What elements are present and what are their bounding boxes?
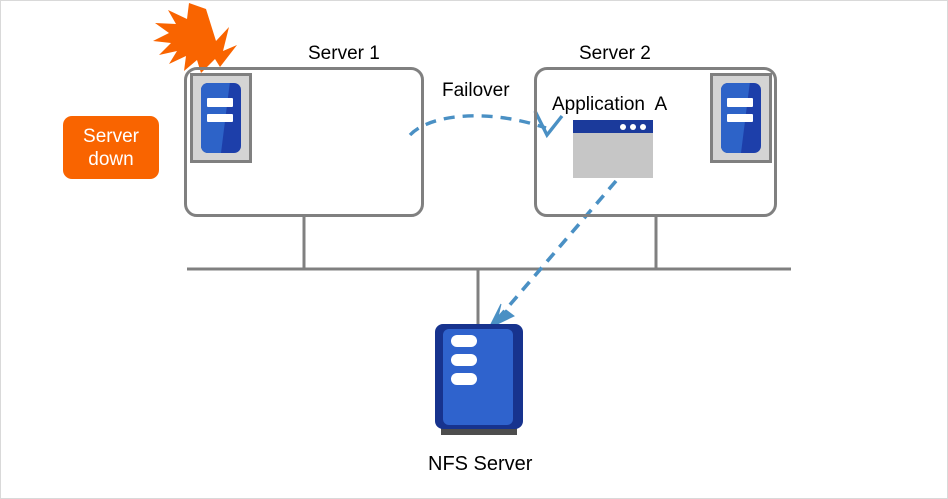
server1-box[interactable] bbox=[184, 67, 424, 217]
window-dot-icon bbox=[620, 123, 626, 130]
server1-icon-bar bbox=[206, 113, 233, 123]
server1-icon-body bbox=[201, 83, 241, 153]
server1-title: Server 1 bbox=[308, 43, 380, 64]
nfs-face bbox=[443, 329, 513, 425]
server2-icon-bar bbox=[726, 113, 753, 123]
server2-title: Server 2 bbox=[579, 43, 651, 64]
server-down-line1: Server bbox=[83, 125, 139, 147]
nfs-access-arrowhead bbox=[487, 303, 515, 330]
window-dot-icon bbox=[640, 123, 646, 130]
nfs-slot bbox=[451, 373, 477, 385]
failover-label: Failover bbox=[442, 80, 510, 101]
server-down-badge-text: Server down bbox=[83, 125, 139, 171]
server2-icon-body bbox=[721, 83, 761, 153]
application-label: Application A bbox=[552, 94, 668, 115]
server1-computer-icon[interactable] bbox=[190, 73, 252, 163]
nfs-slot bbox=[451, 335, 477, 347]
application-window-icon[interactable] bbox=[573, 120, 653, 178]
server2-computer-icon[interactable] bbox=[710, 73, 772, 163]
nfs-server-label: NFS Server bbox=[428, 453, 533, 475]
nfs-base bbox=[441, 425, 517, 435]
nfs-slot bbox=[451, 354, 477, 366]
window-dot-icon bbox=[630, 123, 636, 130]
server-down-line2: down bbox=[88, 148, 134, 170]
server2-box[interactable] bbox=[534, 67, 777, 217]
nfs-shell bbox=[435, 324, 523, 429]
server1-icon-bar bbox=[206, 98, 233, 107]
failover-arrow-path bbox=[408, 114, 547, 137]
server2-icon-bar bbox=[726, 98, 753, 107]
server-down-badge[interactable]: Server down bbox=[63, 116, 159, 179]
application-window-titlebar bbox=[573, 120, 653, 133]
